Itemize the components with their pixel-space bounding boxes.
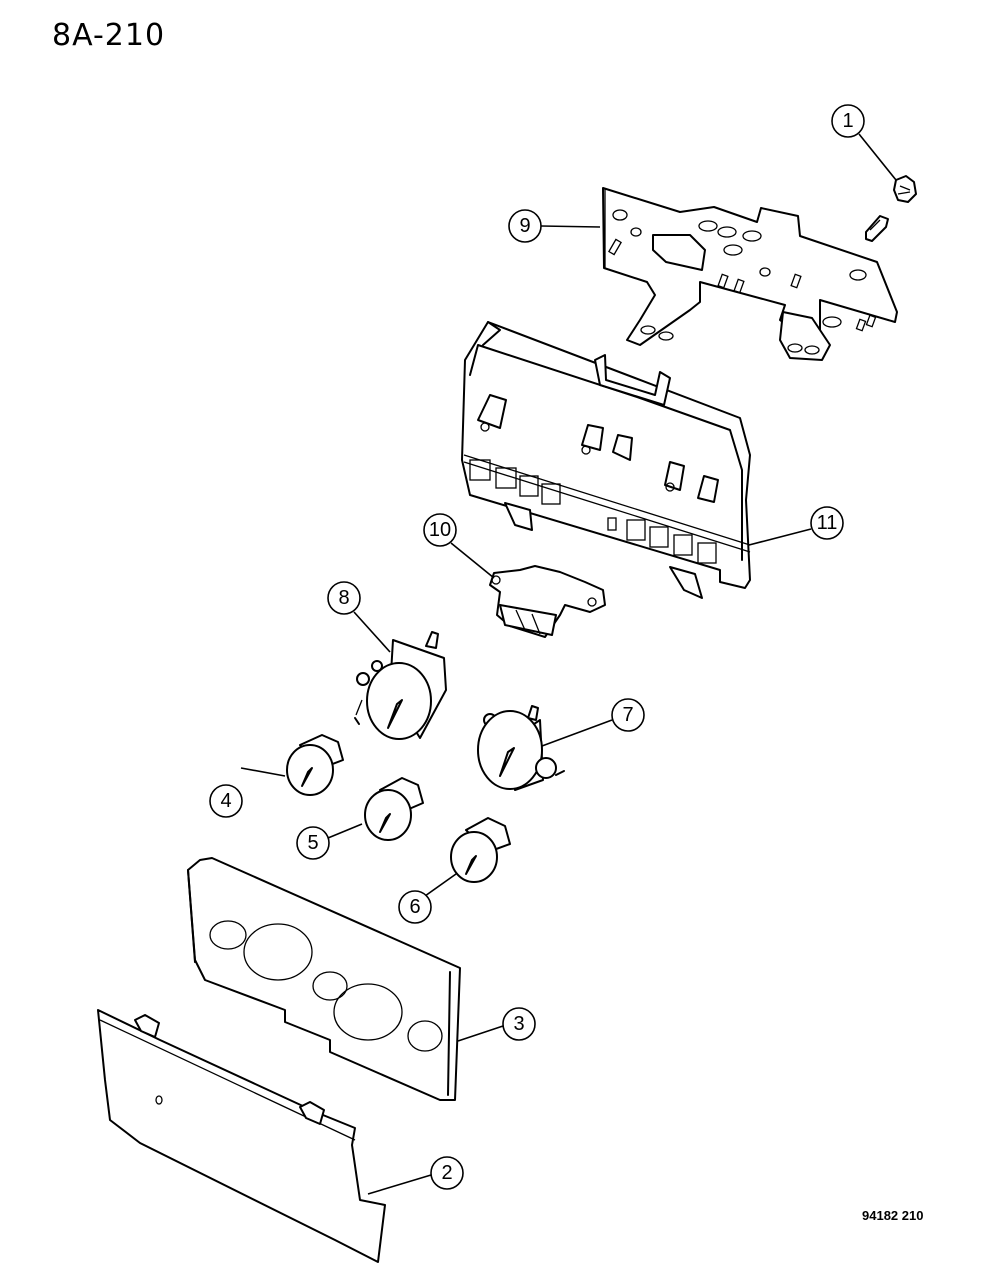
- callout-1: 1: [831, 104, 897, 181]
- callout-10-label: 10: [429, 519, 451, 541]
- callout-5-label: 5: [307, 832, 318, 854]
- callout-7: 7: [541, 698, 645, 747]
- callout-11: 11: [748, 506, 844, 546]
- callout-11-label: 11: [817, 512, 838, 534]
- part-gauge-small-6: [450, 817, 511, 883]
- part-cluster-lens: [97, 1009, 386, 1263]
- part-gauge-small-4: [286, 734, 344, 796]
- callout-10: 10: [423, 513, 495, 579]
- callout-2: 2: [367, 1156, 464, 1195]
- callout-1-label: 1: [842, 110, 853, 132]
- callout-3: 3: [457, 1007, 536, 1042]
- callout-9-label: 9: [519, 215, 530, 237]
- part-gauge-large-left: [354, 631, 447, 740]
- callout-2-label: 2: [441, 1162, 452, 1184]
- callout-4: 4: [209, 767, 286, 818]
- part-connector-bracket: [489, 565, 606, 638]
- part-gauge-large-right: [477, 705, 565, 791]
- callout-4-label: 4: [220, 790, 231, 812]
- callout-8-label: 8: [338, 587, 349, 609]
- part-bulb-socket: [865, 175, 917, 242]
- part-cluster-housing: [461, 321, 751, 599]
- callout-7-label: 7: [622, 704, 633, 726]
- part-circuit-board: [602, 187, 898, 361]
- catalog-number: 94182 210: [862, 1208, 924, 1223]
- callout-9: 9: [508, 209, 601, 243]
- part-gauge-small-5: [364, 777, 424, 841]
- callout-8: 8: [327, 581, 391, 653]
- callout-5: 5: [296, 823, 363, 860]
- callout-3-label: 3: [513, 1013, 524, 1035]
- part-cluster-mask: [187, 857, 461, 1101]
- page-code: 8A-210: [52, 18, 166, 53]
- callout-6-label: 6: [409, 896, 420, 918]
- callout-6: 6: [398, 873, 457, 924]
